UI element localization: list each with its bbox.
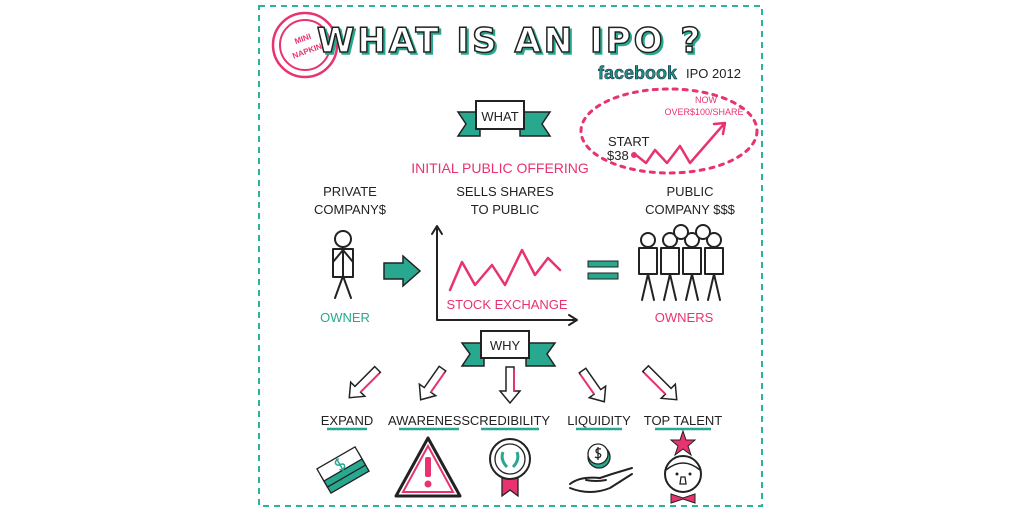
ipo-definition: INITIAL PUBLIC OFFERING bbox=[411, 160, 589, 176]
stock-zigzag-line bbox=[448, 248, 562, 292]
arrowhead-icon bbox=[712, 121, 727, 136]
reason-liquidity: LIQUIDITY bbox=[567, 413, 631, 431]
sells-line1: SELLS SHARES bbox=[456, 184, 554, 199]
reason-arrows bbox=[348, 364, 678, 405]
why-ribbon: WHY bbox=[460, 330, 557, 367]
reason-awareness: AWARENESS bbox=[388, 413, 470, 431]
reason-expand: EXPAND bbox=[321, 413, 374, 431]
facebook-logo: facebook bbox=[598, 63, 678, 83]
now-label: NOW bbox=[695, 95, 718, 105]
arrow-down-left-icon bbox=[418, 365, 447, 401]
start-dot-icon bbox=[631, 152, 637, 158]
star-person-icon bbox=[664, 429, 702, 504]
reason-label: EXPAND bbox=[321, 413, 374, 428]
reason-top-talent: TOP TALENT bbox=[644, 413, 723, 431]
stock-rise-line bbox=[634, 122, 726, 165]
award-icon bbox=[489, 438, 531, 498]
right-arrow-icon bbox=[383, 254, 422, 288]
owner-label: OWNER bbox=[320, 310, 370, 325]
reason-label: LIQUIDITY bbox=[567, 413, 631, 428]
what-label: WHAT bbox=[481, 109, 518, 124]
facebook-callout bbox=[579, 87, 759, 175]
private-line1: PRIVATE bbox=[323, 184, 377, 199]
now-value: OVER$100/SHARE bbox=[664, 107, 743, 117]
reason-label: AWARENESS bbox=[388, 413, 470, 428]
page-title: WHAT IS AN IPO ? bbox=[317, 21, 703, 61]
person-icon bbox=[332, 230, 354, 299]
owners-label: OWNERS bbox=[655, 310, 714, 325]
arrow-down-left-icon bbox=[348, 365, 382, 399]
ipo-year: IPO 2012 bbox=[686, 66, 741, 81]
stamp-text-1: MINI bbox=[293, 32, 312, 46]
chart-axes bbox=[431, 225, 578, 326]
reason-label: CREDIBILITY bbox=[470, 413, 551, 428]
what-ribbon: WHAT bbox=[456, 100, 552, 137]
people-group-icon bbox=[638, 224, 724, 301]
coin-hand-icon bbox=[569, 443, 633, 493]
private-line2: COMPANY$ bbox=[314, 202, 387, 217]
arrow-down-right-icon bbox=[641, 364, 678, 401]
stock-exchange-label: STOCK EXCHANGE bbox=[446, 297, 567, 312]
arrow-down-icon bbox=[498, 366, 522, 405]
public-line2: COMPANY $$$ bbox=[645, 202, 736, 217]
sells-line2: TO PUBLIC bbox=[471, 202, 539, 217]
start-label: START bbox=[608, 134, 649, 149]
reason-label: TOP TALENT bbox=[644, 413, 723, 428]
money-icon bbox=[316, 445, 370, 495]
why-label: WHY bbox=[490, 338, 521, 353]
public-line1: PUBLIC bbox=[667, 184, 714, 199]
reason-credibility: CREDIBILITY bbox=[470, 413, 551, 431]
equals-icon bbox=[587, 260, 619, 280]
dashed-border bbox=[258, 5, 763, 507]
warning-icon bbox=[394, 436, 462, 498]
arrow-down-right-icon bbox=[578, 367, 607, 403]
start-value: $38 bbox=[607, 148, 629, 163]
